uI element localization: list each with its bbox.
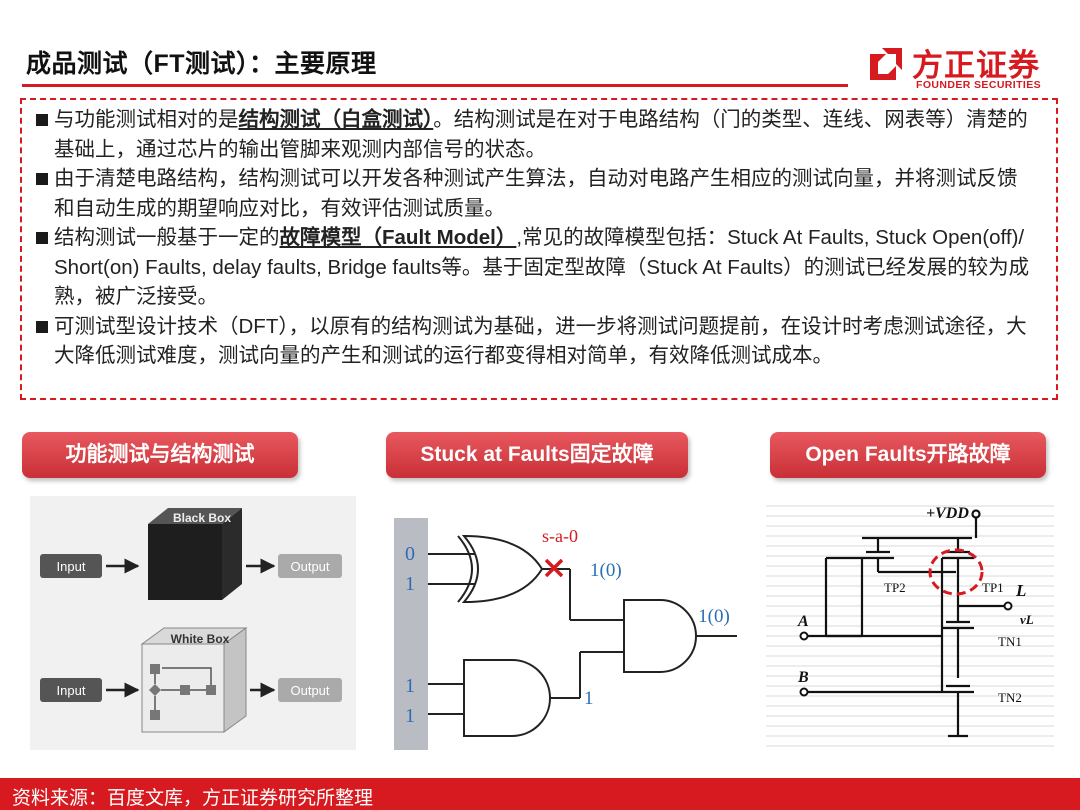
and-gate-output	[623, 599, 697, 673]
fault-cross-icon	[544, 558, 564, 578]
white-box-output-tag	[278, 678, 342, 702]
svg-text:Input: Input	[57, 683, 86, 698]
open-fault-cmos-diagram: +VDD TP2 TP1 L vL TN1 TN2 A B	[766, 496, 1054, 760]
black-box-output-tag	[278, 554, 342, 578]
svg-text:1(0): 1(0)	[590, 560, 622, 581]
bullet-text: 与功能测试相对的是	[54, 108, 239, 131]
svg-text:TP2: TP2	[884, 580, 906, 595]
bullet-text: 结构测试一般基于一定的	[54, 226, 280, 249]
or-gate	[461, 534, 544, 604]
svg-text:Black Box: Black Box	[173, 511, 231, 525]
svg-text:TN1: TN1	[998, 634, 1022, 649]
bullet-keyword: 结构测试（白盒测试）	[238, 108, 434, 131]
bullet-text: 由于清楚电路结构，结构测试可以开发各种测试产生算法，自动对电路产生相应的测试向量…	[54, 167, 1018, 220]
founder-logo-mark-icon	[870, 48, 902, 80]
svg-text:Output: Output	[290, 559, 329, 574]
bullet-fault-model: 结构测试一般基于一定的故障模型（Fault Model）,常见的故障模型包括：S…	[36, 223, 1034, 312]
black-box-cube	[148, 524, 222, 600]
svg-text:Input: Input	[57, 559, 86, 574]
bullet-structural-test: 与功能测试相对的是结构测试（白盒测试）。结构测试是在对于电路结构（门的类型、连线…	[36, 105, 1034, 164]
svg-text:1: 1	[584, 688, 594, 709]
svg-text:TN2: TN2	[998, 690, 1022, 705]
bullet-square-icon	[36, 320, 48, 333]
svg-text:+VDD: +VDD	[926, 505, 969, 522]
svg-text:1: 1	[405, 573, 415, 595]
bullet-square-icon	[36, 173, 48, 185]
black-white-box-diagram: Input Black Box Output Input White Box O…	[30, 496, 356, 750]
svg-text:1: 1	[405, 705, 415, 727]
bullet-dft: 可测试型设计技术（DFT），以原有的结构测试为基础，进一步将测试问题提前，在设计…	[36, 312, 1034, 371]
svg-text:s-a-0: s-a-0	[542, 526, 578, 546]
bullet-keyword: 故障模型（Fault Model）	[279, 226, 517, 249]
founder-logo: 方正证券 FOUNDER SECURITIES	[866, 40, 1052, 96]
bullet-text: 可测试型设计技术（DFT），以原有的结构测试为基础，进一步将测试问题提前，在设计…	[54, 314, 1027, 368]
svg-text:Output: Output	[290, 683, 329, 698]
and-gate-lower	[463, 659, 551, 737]
section-pill-functional-vs-structural: 功能测试与结构测试	[22, 432, 298, 478]
page-title: 成品测试（FT测试）：主要原理	[26, 50, 377, 78]
bullet-text: 。结构测试是在对于电路结构（门的类型、连线、网表等）清楚的基础上，通过芯片的输出…	[54, 108, 1028, 161]
title-divider	[22, 84, 848, 87]
bullet-square-icon	[36, 114, 48, 126]
svg-text:White Box: White Box	[171, 632, 230, 646]
source-note: 资料来源：百度文库，方正证券研究所整理	[12, 788, 374, 809]
svg-text:A: A	[797, 613, 809, 630]
bullet-square-icon	[36, 232, 48, 244]
principle-bullet-box: 与功能测试相对的是结构测试（白盒测试）。结构测试是在对于电路结构（门的类型、连线…	[20, 98, 1058, 400]
logo-english-name: FOUNDER SECURITIES	[916, 79, 1042, 91]
svg-text:1: 1	[405, 675, 415, 697]
svg-text:0: 0	[405, 543, 415, 565]
svg-text:B: B	[797, 669, 809, 686]
section-pill-open-faults: Open Faults开路故障	[770, 432, 1046, 478]
open-fault-highlight	[928, 548, 984, 596]
black-box-input-tag	[40, 554, 102, 578]
logo-chinese-name: 方正证券	[912, 48, 1040, 83]
stuck-at-fault-diagram: 0 1 1 1 s-a-0 1(0) 1 1(0)	[394, 518, 737, 750]
svg-text:1(0): 1(0)	[698, 606, 730, 627]
svg-text:TP1: TP1	[982, 580, 1004, 595]
bullet-text: ,常见的故障模型包括：Stuck At Faults, Stuck Open(o…	[54, 226, 1030, 308]
section-pill-stuck-at-faults: Stuck at Faults固定故障	[386, 432, 688, 478]
svg-text:L: L	[1015, 581, 1026, 600]
source-footer: 资料来源：百度文库，方正证券研究所整理	[0, 778, 1080, 810]
svg-text:vL: vL	[1020, 612, 1034, 627]
bullet-test-algorithms: 由于清楚电路结构，结构测试可以开发各种测试产生算法，自动对电路产生相应的测试向量…	[36, 164, 1034, 223]
white-box-input-tag	[40, 678, 102, 702]
